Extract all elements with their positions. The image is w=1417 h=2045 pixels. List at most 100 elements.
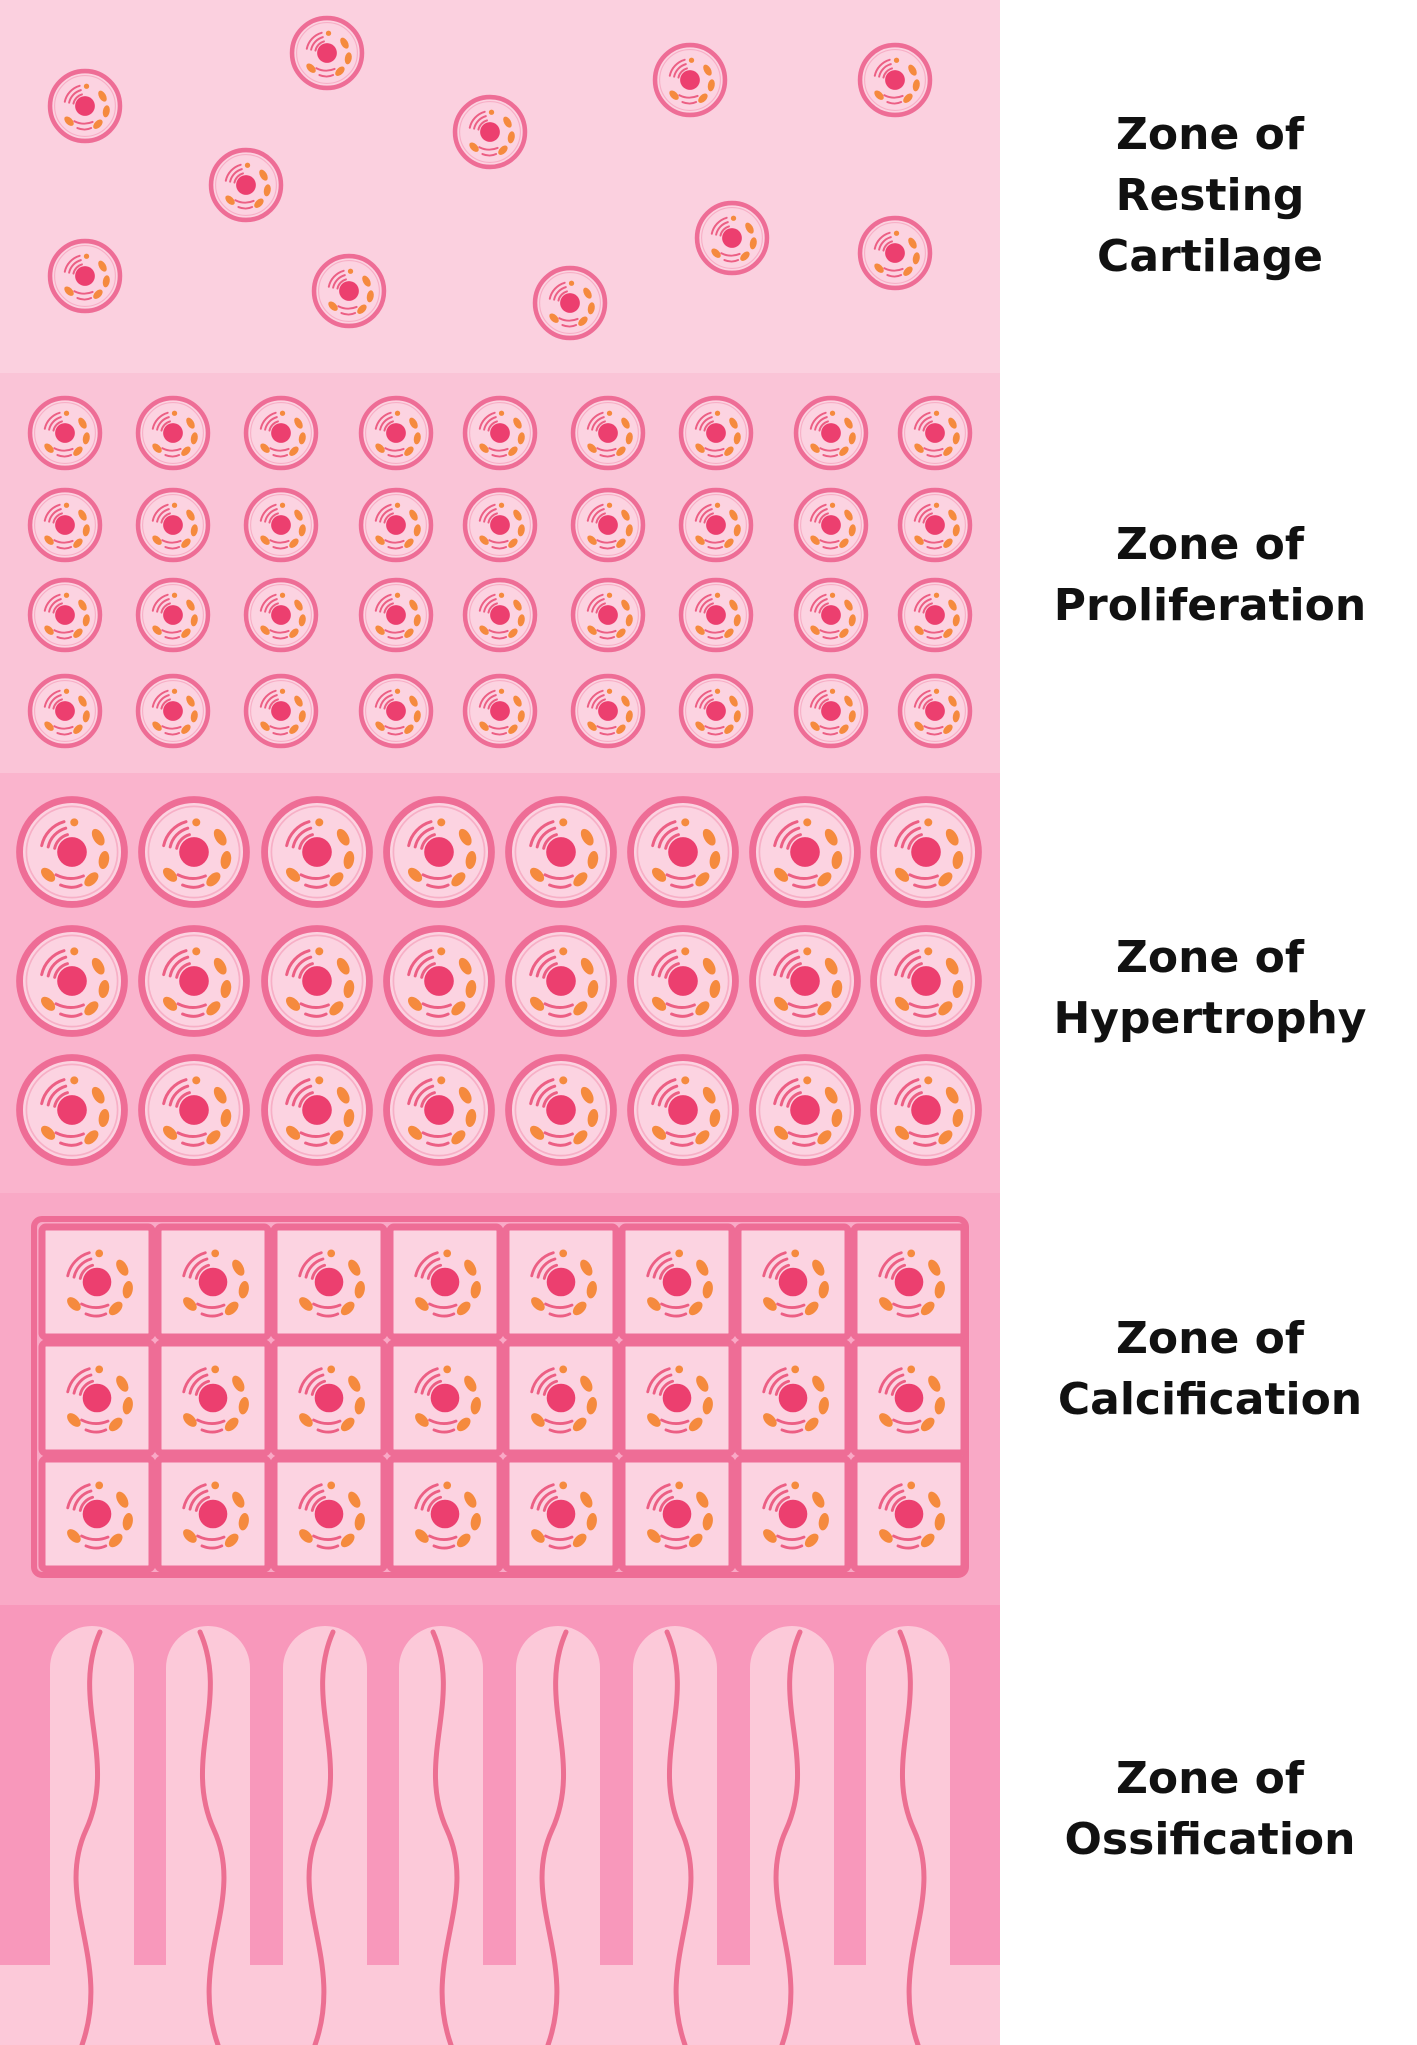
hypertrophic-chondrocyte <box>16 796 128 908</box>
calcified-chondrocyte <box>734 1455 852 1573</box>
calcified-chondrocyte <box>618 1455 736 1573</box>
resting-chondrocyte <box>289 15 365 91</box>
resting-cartilage-cells <box>47 15 933 341</box>
proliferating-chondrocyte <box>570 673 646 749</box>
resting-chondrocyte <box>694 200 770 276</box>
proliferating-chondrocyte <box>570 487 646 563</box>
proliferating-chondrocyte <box>570 395 646 471</box>
proliferation-cells <box>27 395 973 749</box>
hypertrophic-chondrocyte <box>138 1054 250 1166</box>
zone-bands <box>0 0 1000 2045</box>
resting-chondrocyte <box>208 147 284 223</box>
proliferating-chondrocyte <box>27 487 103 563</box>
proliferating-chondrocyte <box>897 487 973 563</box>
calcified-chondrocyte <box>850 1223 968 1341</box>
proliferating-chondrocyte <box>358 395 434 471</box>
proliferating-chondrocyte <box>678 487 754 563</box>
blood-vessel <box>306 1629 336 2045</box>
trabecular-column <box>283 1626 367 2045</box>
hypertrophic-chondrocyte <box>627 796 739 908</box>
calcified-chondrocyte <box>850 1455 968 1573</box>
calcification-cells <box>31 1216 969 1578</box>
blood-vessel <box>664 1629 694 2045</box>
proliferating-chondrocyte <box>678 577 754 653</box>
calcified-chondrocyte <box>502 1455 620 1573</box>
trabecular-column <box>50 1626 134 2045</box>
proliferating-chondrocyte <box>27 395 103 471</box>
proliferating-chondrocyte <box>793 577 869 653</box>
hypertrophic-chondrocyte <box>870 925 982 1037</box>
proliferating-chondrocyte <box>793 395 869 471</box>
proliferating-chondrocyte <box>462 673 538 749</box>
proliferating-chondrocyte <box>678 395 754 471</box>
proliferating-chondrocyte <box>243 487 319 563</box>
resting-chondrocyte <box>857 42 933 118</box>
label-calcification: Zone of Calcification <box>1057 1313 1363 1425</box>
proliferating-chondrocyte <box>243 395 319 471</box>
proliferating-chondrocyte <box>570 577 646 653</box>
hypertrophic-chondrocyte <box>383 1054 495 1166</box>
calcified-chondrocyte <box>386 1455 504 1573</box>
calcified-chondrocyte <box>270 1223 388 1341</box>
hypertrophic-chondrocyte <box>627 1054 739 1166</box>
hypertrophic-chondrocyte <box>505 925 617 1037</box>
proliferating-chondrocyte <box>135 487 211 563</box>
proliferating-chondrocyte <box>462 487 538 563</box>
proliferating-chondrocyte <box>897 577 973 653</box>
hypertrophic-chondrocyte <box>16 1054 128 1166</box>
trabecular-column <box>399 1626 483 2045</box>
hypertrophic-chondrocyte <box>505 1054 617 1166</box>
trabecular-column <box>516 1626 600 2045</box>
blood-vessel <box>773 1629 803 2045</box>
proliferating-chondrocyte <box>358 577 434 653</box>
calcified-chondrocyte <box>502 1339 620 1457</box>
calcified-chondrocyte <box>154 1223 272 1341</box>
calcified-chondrocyte <box>618 1223 736 1341</box>
resting-chondrocyte <box>47 238 123 314</box>
proliferating-chondrocyte <box>358 487 434 563</box>
calcified-chondrocyte <box>38 1339 156 1457</box>
proliferating-chondrocyte <box>27 577 103 653</box>
label-ossification: Zone of Ossification <box>1064 1753 1356 1865</box>
calcified-chondrocyte <box>270 1455 388 1573</box>
blood-vessel <box>430 1629 460 2045</box>
resting-chondrocyte <box>47 68 123 144</box>
label-proliferation: Zone of Proliferation <box>1053 519 1367 631</box>
calcified-chondrocyte <box>618 1339 736 1457</box>
calcified-chondrocyte <box>850 1339 968 1457</box>
blood-vessel <box>73 1629 103 2045</box>
hypertrophic-chondrocyte <box>16 925 128 1037</box>
proliferating-chondrocyte <box>27 673 103 749</box>
hypertrophic-chondrocyte <box>138 925 250 1037</box>
resting-chondrocyte <box>311 253 387 329</box>
hypertrophic-chondrocyte <box>749 1054 861 1166</box>
hypertrophic-chondrocyte <box>627 925 739 1037</box>
calcified-chondrocyte <box>734 1223 852 1341</box>
calcified-chondrocyte <box>270 1339 388 1457</box>
hypertrophic-chondrocyte <box>749 925 861 1037</box>
calcified-chondrocyte <box>734 1339 852 1457</box>
proliferating-chondrocyte <box>897 673 973 749</box>
calcified-chondrocyte <box>38 1455 156 1573</box>
proliferating-chondrocyte <box>678 673 754 749</box>
proliferating-chondrocyte <box>793 487 869 563</box>
proliferating-chondrocyte <box>462 395 538 471</box>
calcified-chondrocyte <box>386 1339 504 1457</box>
proliferating-chondrocyte <box>135 673 211 749</box>
proliferating-chondrocyte <box>897 395 973 471</box>
trabecular-column <box>633 1626 717 2045</box>
hypertrophic-chondrocyte <box>383 925 495 1037</box>
calcified-chondrocyte <box>386 1223 504 1341</box>
calcified-chondrocyte <box>154 1339 272 1457</box>
hypertrophic-chondrocyte <box>749 796 861 908</box>
proliferating-chondrocyte <box>462 577 538 653</box>
resting-chondrocyte <box>652 42 728 118</box>
hypertrophic-chondrocyte <box>261 925 373 1037</box>
trabecular-column <box>866 1626 950 2045</box>
calcified-chondrocyte <box>502 1223 620 1341</box>
blood-vessel <box>197 1629 227 2045</box>
proliferating-chondrocyte <box>243 673 319 749</box>
hypertrophic-chondrocyte <box>383 796 495 908</box>
calcified-chondrocyte <box>38 1223 156 1341</box>
proliferating-chondrocyte <box>135 395 211 471</box>
